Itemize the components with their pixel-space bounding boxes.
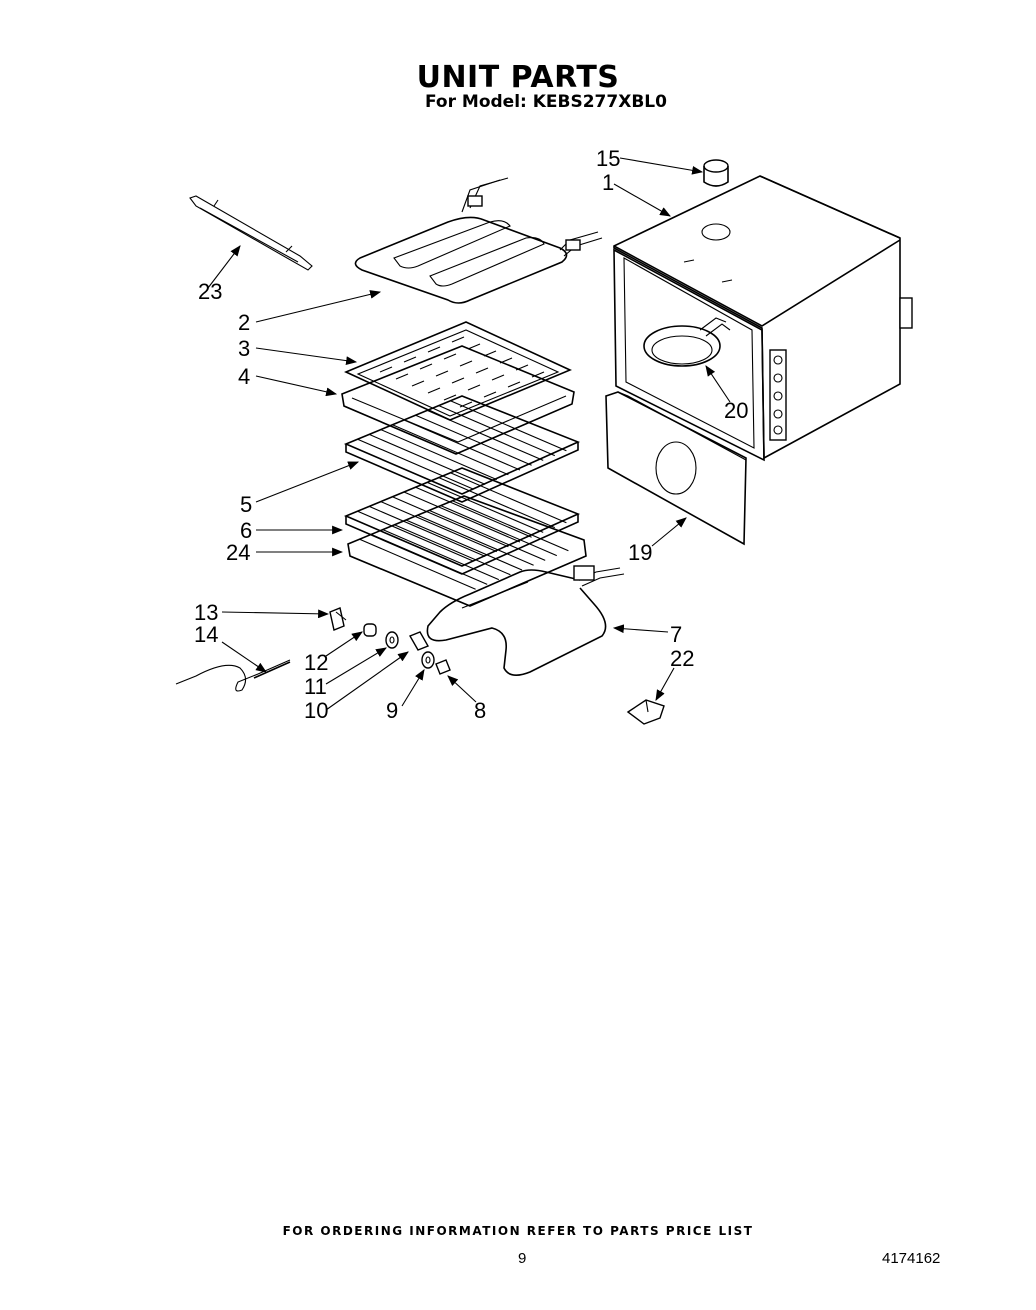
- callout-4: 4: [238, 364, 250, 389]
- document-number: 4174162: [882, 1250, 941, 1267]
- part-3-broiler-grid: [344, 321, 572, 421]
- callout-3: 3: [238, 336, 250, 361]
- part-22-bracket: [626, 699, 665, 725]
- part-2-heating-element: [354, 177, 603, 304]
- part-13-clip: [329, 607, 347, 631]
- callout-2: 2: [238, 310, 250, 335]
- part-20-convection-element: [643, 317, 731, 367]
- callout-7: 7: [670, 622, 682, 647]
- callout-20: 20: [724, 398, 748, 423]
- part-5-oven-rack: [343, 395, 581, 503]
- part-7-bake-element: [426, 565, 625, 676]
- callout-24: 24: [226, 540, 250, 565]
- callout-13: 13: [194, 600, 218, 625]
- leader-lines: [207, 157, 731, 711]
- part-6-oven-rack: [343, 467, 581, 575]
- ordering-note: FOR ORDERING INFORMATION REFER TO PARTS …: [282, 1224, 754, 1238]
- part-14-sensor: [175, 659, 291, 692]
- page-title: UNIT PARTS: [416, 60, 620, 95]
- callout-8: 8: [474, 698, 486, 723]
- callout-19: 19: [628, 540, 652, 565]
- part-24-shelf: [347, 495, 587, 607]
- callout-9: 9: [386, 698, 398, 723]
- part-23-bracket: [189, 195, 313, 271]
- callout-10: 10: [304, 698, 328, 723]
- part-11-washer: [385, 631, 399, 649]
- callout-1: 1: [602, 170, 614, 195]
- callout-6: 6: [240, 518, 252, 543]
- callout-22: 22: [670, 646, 694, 671]
- part-4-broiler-pan: [341, 345, 575, 455]
- part-19-fan-cover: [605, 391, 747, 546]
- callout-14: 14: [194, 622, 218, 647]
- callout-5: 5: [240, 492, 252, 517]
- part-8-nut: [435, 659, 451, 675]
- part-15-cup: [703, 159, 729, 187]
- part-12-sleeve: [363, 623, 377, 637]
- callout-15: 15: [596, 146, 620, 171]
- callout-11: 11: [304, 674, 327, 699]
- page-number: 9: [518, 1250, 527, 1267]
- part-10-bracket: [408, 631, 430, 651]
- model-subtitle: For Model: KEBS277XBL0: [425, 92, 667, 112]
- callout-12: 12: [304, 650, 328, 675]
- part-9-washer: [421, 651, 435, 669]
- callout-23: 23: [198, 279, 222, 304]
- part-1-oven-cavity: [613, 175, 913, 462]
